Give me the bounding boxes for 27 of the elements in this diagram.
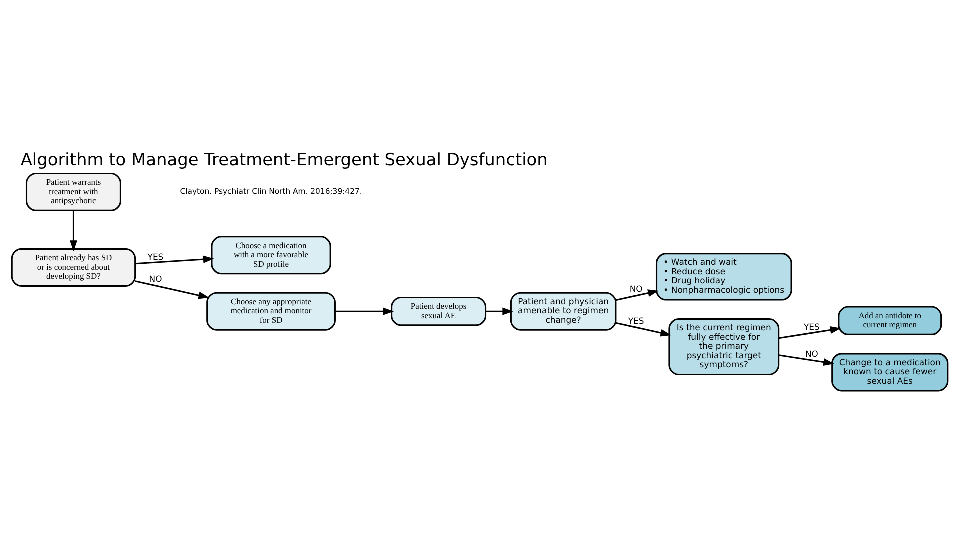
arrow — [135, 256, 214, 265]
node-box: Patient develops sexual AE — [391, 296, 487, 326]
node-box: Choose any appropriate medication and monitor for SD — [206, 292, 336, 331]
node-box: Choose a medication with a more favorable SD profile — [211, 236, 332, 275]
arrow — [335, 308, 394, 316]
arrow — [778, 354, 834, 366]
node-box: Patient warrants treatment with antipsychotic — [26, 172, 122, 212]
edge-label: YES — [804, 322, 820, 332]
arrow — [135, 280, 210, 300]
arrow — [616, 290, 659, 302]
edge-label: NO — [149, 274, 162, 284]
arrow — [486, 308, 514, 316]
edge-label: NO — [630, 284, 643, 294]
node-box: Change to a medication known to cause fewer sexual AEs — [832, 353, 949, 392]
arrow — [778, 326, 842, 340]
label: Clayton. Psychiatr Clin North Am. 2016;39:427. — [180, 187, 362, 196]
diagram-title: Algorithm to Manage Treatment-Emergent Sexual Dysfunction — [20, 150, 548, 170]
arrow — [616, 322, 672, 337]
node-box: • Watch and wait • Reduce dose • Drug holiday • Nonpharmacologic options — [656, 253, 792, 301]
node-box: Patient and physician amenable to regimen change? — [510, 292, 617, 331]
node-box: Patient already has SD or is concerned about developing SD? — [11, 248, 136, 287]
edge-label: YES — [628, 316, 644, 326]
edge-label: NO — [805, 348, 818, 359]
edge-label: YES — [148, 252, 164, 262]
node-box: Add an antidote to current regimen — [838, 306, 942, 336]
arrow — [70, 210, 78, 252]
node-box: Is the current regimen fully effective for the primary psychiatric target symptoms? — [668, 318, 780, 376]
